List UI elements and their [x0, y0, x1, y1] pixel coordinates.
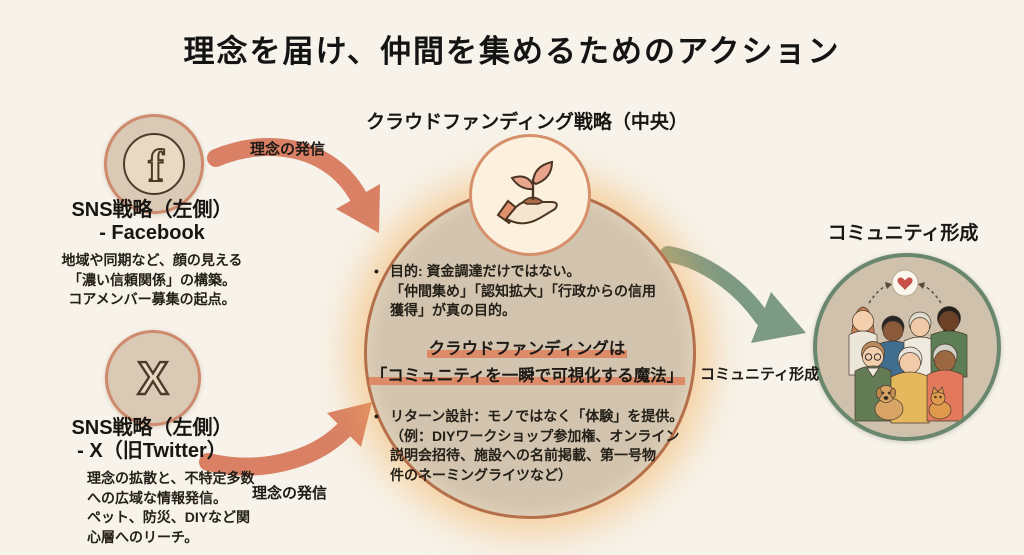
x-badge: X: [105, 330, 201, 426]
x-desc-line: 理念の拡散と、不特定多数: [87, 470, 255, 486]
x-subheading: - X（旧Twitter）: [77, 440, 227, 462]
key-message-text: 「コミュニティを一瞬で可視化する魔法」: [368, 367, 686, 385]
leaf-left: [510, 175, 534, 191]
label-idea-broadcast-top: 理念の発信: [250, 141, 326, 158]
key-message-text: クラウドファンディングは: [426, 340, 628, 358]
return-line: 件のネーミングライツなど）: [390, 466, 572, 483]
x-description: 理念の拡散と、不特定多数 への広域な情報発信。 ペット、防災、DIYなど関 心層…: [27, 469, 277, 547]
heart-icon: [868, 269, 942, 304]
arrow-community-head: [751, 292, 806, 343]
key-message-line: 「コミュニティを一瞬で可視化する魔法」: [360, 363, 694, 390]
facebook-description: 地域や同期など、顔の見える 「濃い信頼関係」の構築。 コアメンバー募集の起点。: [27, 251, 277, 310]
facebook-badge: f: [104, 114, 204, 214]
x-icon: X: [136, 351, 169, 405]
label-idea-broadcast-bottom: 理念の発信: [252, 485, 328, 502]
facebook-section: SNS戦略（左側） - Facebook 地域や同期など、顔の見える 「濃い信頼…: [27, 199, 277, 310]
purpose-line: 「仲間集め」「認知拡大」「行政からの信用: [390, 282, 656, 299]
purpose-bullet: • 目的: 資金調達だけではない。 「仲間集め」「認知拡大」「行政からの信用 獲…: [374, 262, 686, 321]
purpose-line: 目的: 資金調達だけではない。: [390, 263, 581, 279]
soil-mound: [521, 196, 545, 205]
return-line: 説明会招待、施設への名前掲載、第一号物: [390, 447, 656, 463]
community-badge: [813, 253, 1001, 441]
x-heading: SNS戦略（左側）: [71, 417, 233, 439]
seedling-badge: [469, 134, 591, 256]
facebook-icon: f: [123, 133, 185, 195]
svg-text:f: f: [148, 140, 164, 191]
return-design-text: リターン設計：モノではなく「体験」を提供。 （例：DIYワークショップ参加権、オ…: [390, 407, 683, 485]
x-desc-line: への広域な情報発信。: [87, 489, 227, 506]
arrow-facebook-head: [336, 184, 380, 233]
key-message-line: クラウドファンディングは: [360, 336, 694, 363]
cat-illustration: [928, 386, 952, 420]
svg-text:X: X: [138, 352, 169, 404]
community-heading: コミュニティ形成: [827, 223, 979, 244]
arrow-x-head: [327, 402, 372, 447]
label-community-formation: コミュニティ形成: [700, 366, 820, 383]
facebook-icon-glyph: f: [147, 139, 165, 191]
leaf-right: [531, 160, 554, 186]
purpose-line: 獲得」が真の目的。: [390, 302, 516, 318]
seedling-hand-icon: [496, 160, 558, 225]
facebook-subheading: - Facebook: [99, 222, 205, 244]
facebook-desc-line: コアメンバー募集の起点。: [68, 291, 236, 307]
x-desc-line: ペット、防災、DIYなど関: [87, 509, 251, 525]
dog-illustration: [874, 385, 904, 421]
return-design-bullet: • リターン設計：モノではなく「体験」を提供。 （例：DIYワークショップ参加権…: [374, 407, 686, 485]
community-people-illustration: [848, 269, 968, 424]
purpose-bullet-text: 目的: 資金調達だけではない。 「仲間集め」「認知拡大」「行政からの信用 獲得」…: [390, 262, 656, 321]
facebook-desc-line: 「濃い信頼関係」の構築。: [68, 271, 236, 288]
page-title: 理念を届け、仲間を集めるためのアクション: [183, 34, 841, 69]
return-line: リターン設計：モノではなく「体験」を提供。: [390, 408, 684, 424]
x-section: SNS戦略（左側） - X（旧Twitter） 理念の拡散と、不特定多数 への広…: [27, 417, 277, 547]
key-message: クラウドファンディングは 「コミュニティを一瞬で可視化する魔法」: [360, 336, 694, 390]
bullet-marker: •: [374, 408, 379, 424]
x-desc-line: 心層へのリーチ。: [87, 528, 199, 545]
facebook-desc-line: 地域や同期など、顔の見える: [61, 252, 243, 268]
facebook-heading: SNS戦略（左側）: [71, 199, 233, 221]
return-line: （例：DIYワークショップ参加権、オンライン: [390, 427, 680, 444]
center-heading: クラウドファンディング戦略（中央）: [366, 112, 688, 133]
bullet-marker: •: [374, 263, 379, 279]
